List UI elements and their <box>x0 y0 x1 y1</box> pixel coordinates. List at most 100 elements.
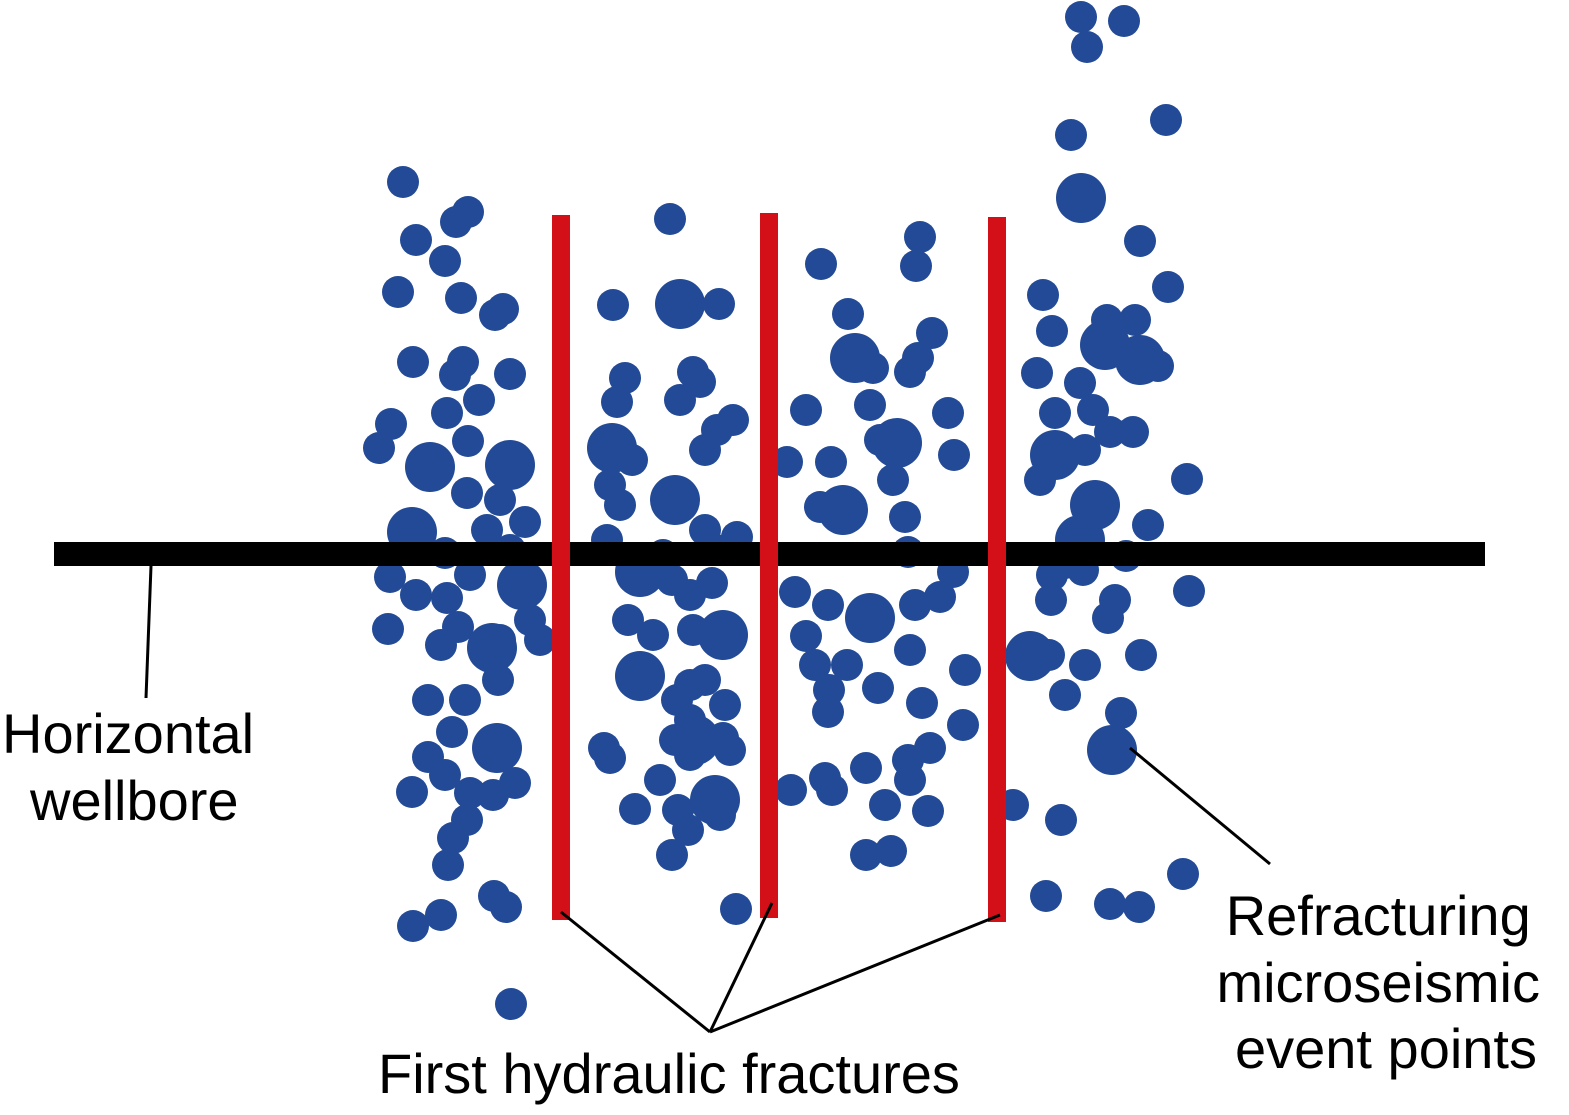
microseismic-event-point <box>916 317 948 349</box>
microseismic-event-point <box>449 684 481 716</box>
microseismic-event-point <box>894 356 926 388</box>
microseismic-event-point <box>485 440 535 490</box>
microseismic-event-point <box>714 734 746 766</box>
microseismic-event-point <box>894 634 926 666</box>
microseismic-event-point <box>1024 464 1056 496</box>
microseismic-event-point <box>494 358 526 390</box>
microseismic-event-point <box>429 245 461 277</box>
microseismic-event-point <box>899 589 931 621</box>
microseismic-event-point <box>906 687 938 719</box>
microseismic-event-point <box>1142 350 1174 382</box>
microseismic-event-point <box>425 899 457 931</box>
microseismic-event-point <box>1071 31 1103 63</box>
microseismic-event-point <box>467 623 517 673</box>
microseismic-event-point <box>1049 679 1081 711</box>
fractures-label: First hydraulic fractures <box>378 1042 960 1105</box>
microseismic-event-point <box>1152 271 1184 303</box>
leader-lines <box>144 565 1271 1034</box>
microseismic-event-point <box>363 432 395 464</box>
microseismic-event-point <box>454 559 486 591</box>
microseismic-event-point <box>1021 357 1053 389</box>
microseismic-event-point <box>594 742 626 774</box>
microseismic-event-point <box>604 489 636 521</box>
microseismic-event-point <box>1045 804 1077 836</box>
microseismic-event-point <box>616 444 648 476</box>
microseismic-event-point <box>479 299 511 331</box>
microseismic-event-point <box>703 288 735 320</box>
microseismic-event-point <box>454 777 486 809</box>
microseismic-event-point <box>412 684 444 716</box>
microseismic-event-point <box>924 581 956 613</box>
fracture-1 <box>552 215 570 920</box>
microseismic-event-point <box>1105 697 1137 729</box>
microseismic-event-point <box>1033 639 1065 671</box>
events-leader-line <box>1129 746 1271 866</box>
fracture-2-leader-line <box>708 902 774 1033</box>
microseismic-event-point <box>779 576 811 608</box>
microseismic-event-point <box>372 613 404 645</box>
microseismic-event-point <box>674 579 706 611</box>
microseismic-event-point <box>431 582 463 614</box>
microseismic-event-point <box>654 203 686 235</box>
microseismic-event-point <box>1036 559 1068 591</box>
microseismic-event-point <box>400 224 432 256</box>
microseismic-event-point <box>904 221 936 253</box>
microseismic-event-point <box>1119 304 1151 336</box>
microseismic-event-point <box>497 560 547 610</box>
fracture-2 <box>760 213 778 918</box>
microseismic-event-point <box>932 397 964 429</box>
microseismic-event-point <box>429 759 461 791</box>
microseismic-event-point <box>1056 173 1106 223</box>
microseismic-event-point <box>436 716 468 748</box>
microseismic-event-point <box>437 822 469 854</box>
microseismic-event-point <box>1108 5 1140 37</box>
microseismic-event-point <box>650 475 700 525</box>
events-label-line-2: microseismic <box>1216 951 1540 1014</box>
microseismic-event-point <box>672 814 704 846</box>
microseismic-event-point <box>1132 509 1164 541</box>
microseismic-event-point <box>857 352 889 384</box>
microseismic-event-point <box>864 424 896 456</box>
microseismic-event-point <box>484 484 516 516</box>
microseismic-event-point <box>689 434 721 466</box>
microseismic-event-point <box>656 839 688 871</box>
microseismic-event-point <box>397 910 429 942</box>
microseismic-event-point <box>374 561 406 593</box>
microseismic-event-point <box>405 442 455 492</box>
microseismic-event-point <box>1092 602 1124 634</box>
microseismic-event-point <box>432 849 464 881</box>
microseismic-event-point <box>1077 394 1109 426</box>
microseismic-event-point <box>799 649 831 681</box>
microseismic-event-point <box>644 764 676 796</box>
microseismic-event-point <box>495 988 527 1020</box>
microseismic-event-point <box>900 250 932 282</box>
microseismic-event-point <box>396 776 428 808</box>
microseismic-event-point <box>452 425 484 457</box>
microseismic-event-point <box>775 774 807 806</box>
microseismic-event-point <box>1027 279 1059 311</box>
microseismic-event-point <box>1094 416 1126 448</box>
microseismic-event-point <box>1065 1 1097 33</box>
fracture-3 <box>988 217 1006 922</box>
microseismic-event-point <box>482 664 514 696</box>
microseismic-event-point <box>472 723 522 773</box>
microseismic-event-point <box>889 501 921 533</box>
microseismic-event-point <box>949 654 981 686</box>
microseismic-event-point <box>1124 225 1156 257</box>
microseismic-event-point <box>790 620 822 652</box>
microseismic-event-point <box>597 289 629 321</box>
microseismic-event-point <box>612 604 644 636</box>
microseismic-event-point <box>831 649 863 681</box>
microseismic-event-point <box>709 689 741 721</box>
wellbore-leader-line <box>144 565 153 699</box>
microseismic-event-point <box>1087 725 1137 775</box>
microseismic-event-point <box>1171 463 1203 495</box>
microseismic-event-point <box>425 629 457 661</box>
microseismic-event-point <box>832 298 864 330</box>
microseismic-event-point <box>400 579 432 611</box>
microseismic-event-point <box>674 739 706 771</box>
microseismic-event-point <box>1117 416 1149 448</box>
microseismic-event-point <box>818 485 868 535</box>
microseismic-event-point <box>382 276 414 308</box>
microseismic-event-point <box>845 593 895 643</box>
